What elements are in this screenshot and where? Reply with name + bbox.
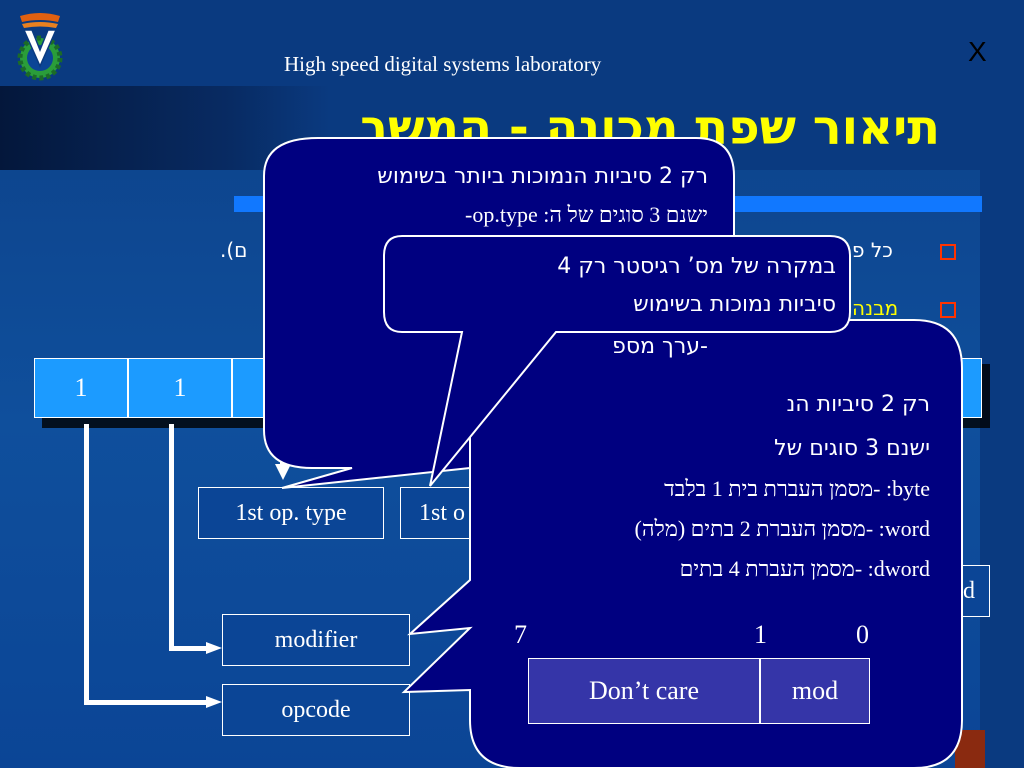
callout-mod-line3: byte: -מסמן העברת בית 1 בלבד (664, 476, 930, 501)
arrow-head-icon (206, 642, 222, 654)
callout-register-line1: במקרה של מס’ רגיסטר רק 4 (557, 254, 836, 279)
top-header-bar (0, 0, 1024, 86)
callout-top-line3: -ערך מספ (612, 334, 708, 359)
mod-field: mod (760, 658, 870, 724)
callout-mod-line4: word: -מסמן העברת 2 בתים (מלה) (634, 516, 930, 541)
dont-care-field: Don’t care (528, 658, 760, 724)
connector-line (84, 700, 212, 705)
callout-top-line2: ישנם 3 סוגים של ה: op.type- (465, 202, 708, 227)
callout-mod-line1: רק 2 סיביות הנ (786, 392, 931, 417)
bit-label-7: 7 (514, 620, 527, 649)
arrow-head-icon (275, 464, 291, 480)
callout-register-line2: סיביות נמוכות בשימוש (633, 292, 836, 317)
bullet-2-text: מבנה (852, 296, 899, 320)
callout-mod-line2: ישנם 3 סוגים של (774, 436, 930, 461)
bit-cell: 1 (34, 358, 128, 418)
close-button[interactable]: X (968, 36, 987, 67)
connector-line (169, 646, 213, 651)
bullet-marker (940, 244, 956, 260)
connector-line (169, 424, 174, 650)
modifier-box: modifier (222, 614, 410, 666)
opcode-box: opcode (222, 684, 410, 736)
bit-label-1: 1 (754, 620, 767, 649)
lab-title: High speed digital systems laboratory (284, 52, 602, 76)
bit-label-0: 0 (856, 620, 869, 649)
technion-logo-icon (14, 12, 66, 84)
bit-cell: 1 (128, 358, 232, 418)
arrow-head-icon (206, 696, 222, 708)
bullet-marker (940, 302, 956, 318)
connector-line (84, 424, 89, 704)
bullet-1-tail: ם). (220, 238, 248, 262)
callout-mod-line5: dword: -מסמן העברת 4 בתים (679, 556, 930, 581)
callout-top-line1: רק 2 סיביות הנמוכות ביותר בשימוש (377, 164, 708, 189)
bullet-1-text: כל פ (852, 238, 893, 262)
